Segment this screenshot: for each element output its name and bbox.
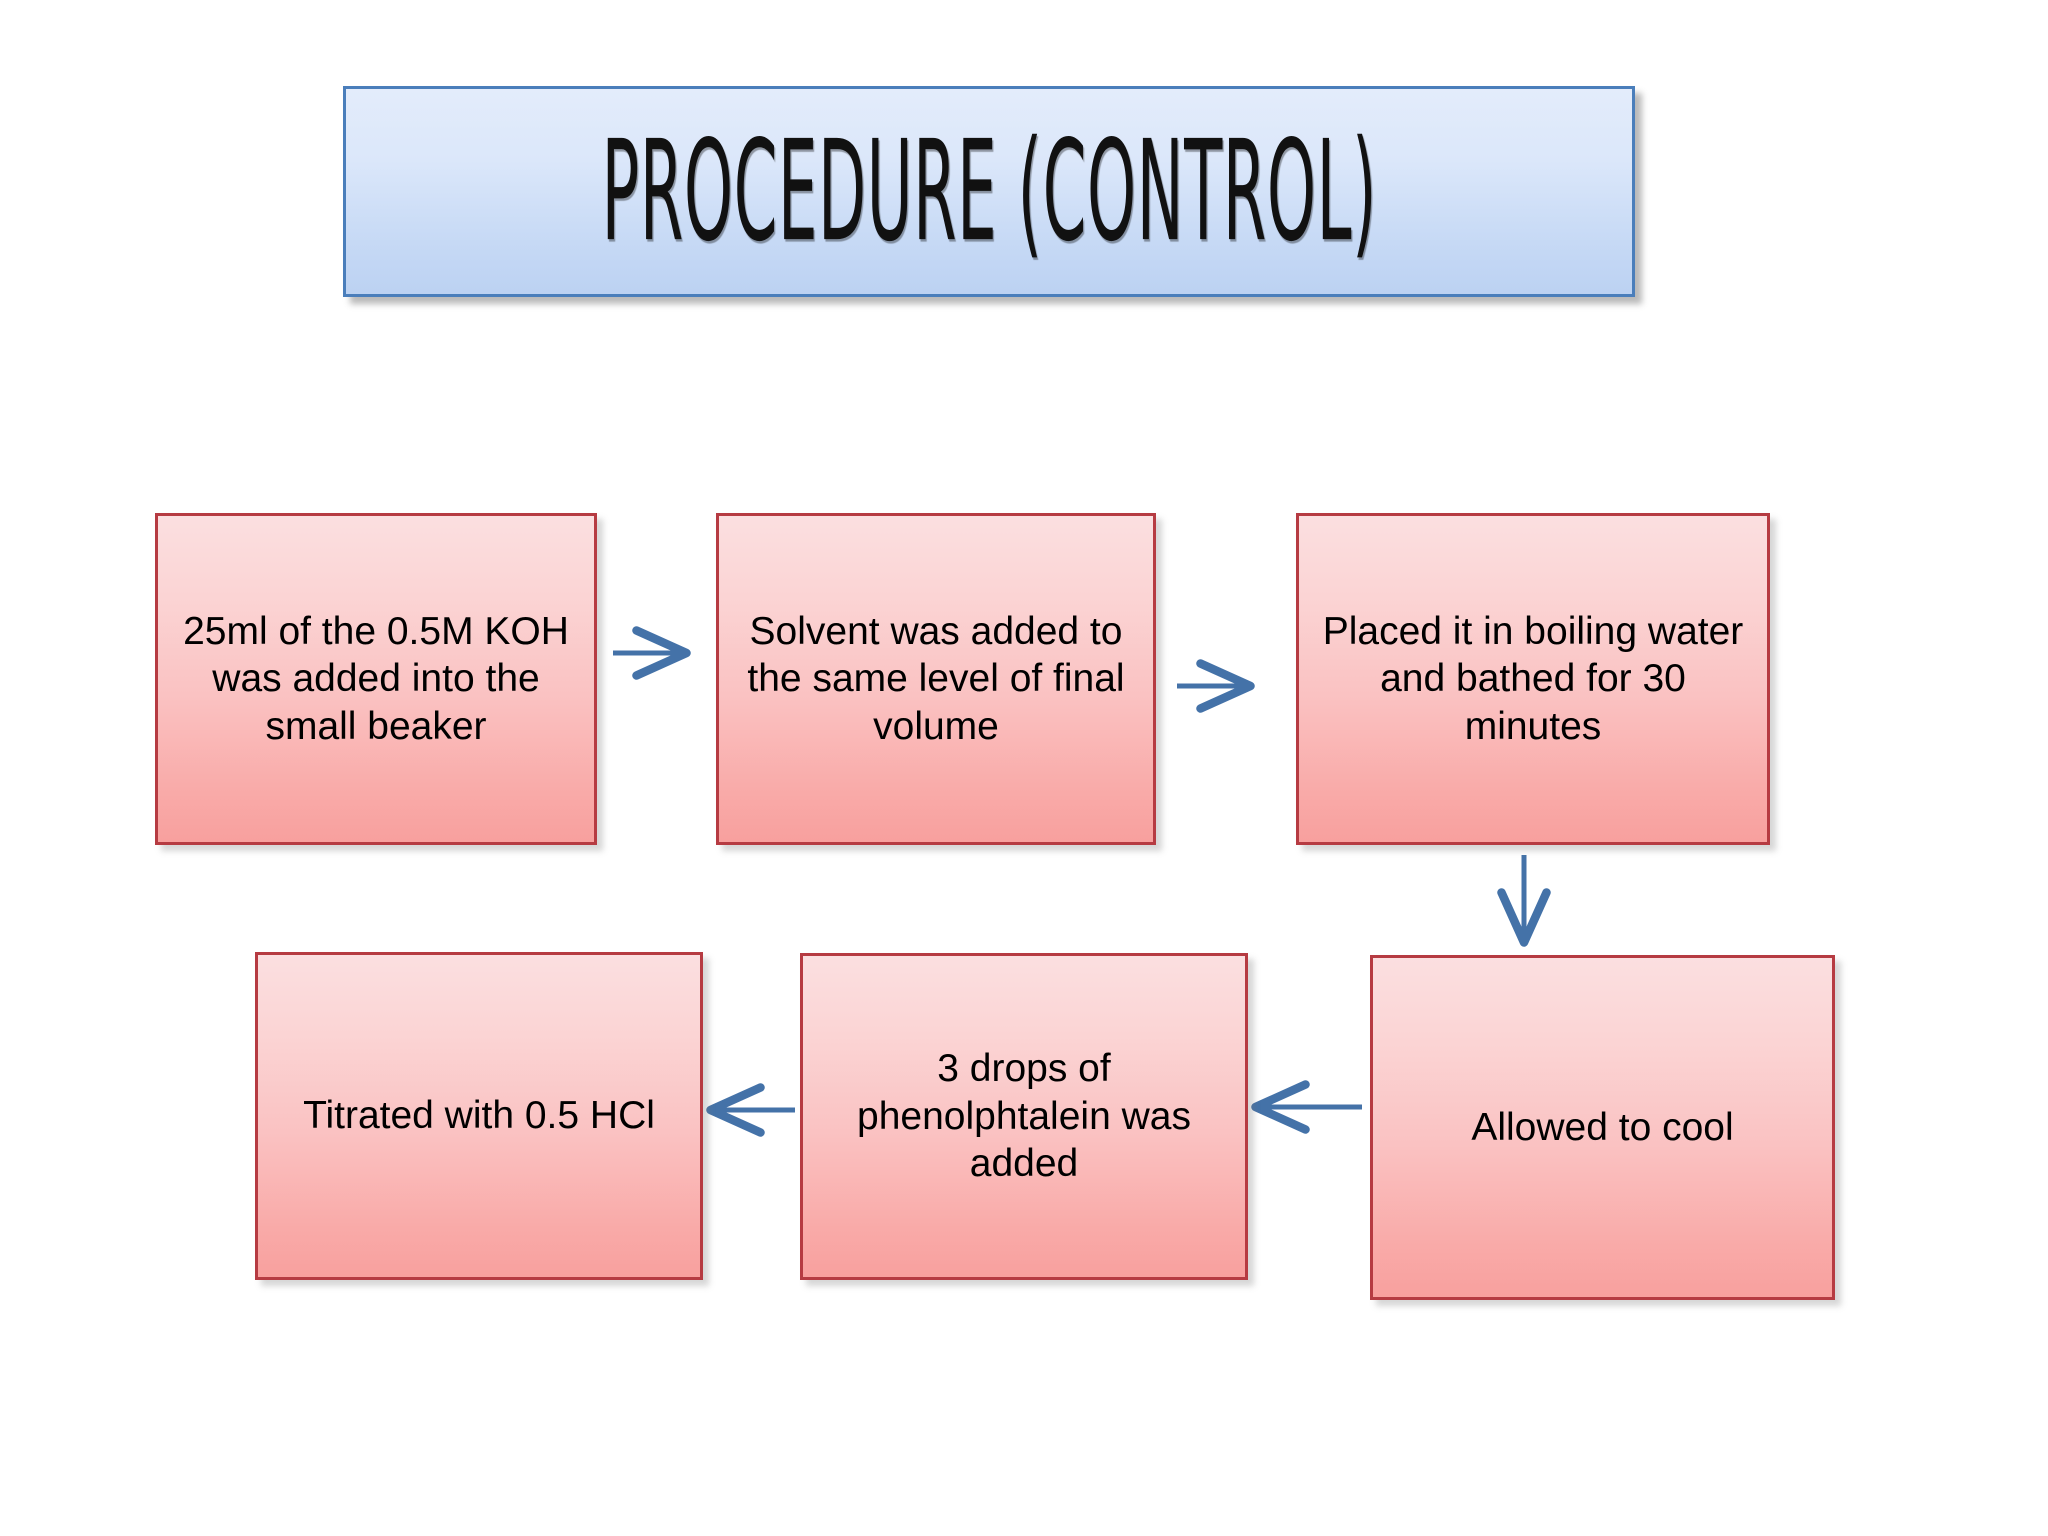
flow-step-4[interactable]: Allowed to cool: [1370, 955, 1835, 1300]
flow-step-3-label: Placed it in boiling water and bathed fo…: [1322, 609, 1744, 748]
flow-step-6-label: Titrated with 0.5 HCl: [303, 1094, 655, 1138]
flow-step-2-label: Solvent was added to the same level of f…: [747, 609, 1125, 748]
flow-step-4-label: Allowed to cool: [1471, 1105, 1734, 1149]
flow-step-1[interactable]: 25ml of the 0.5M KOH was added into the …: [155, 513, 597, 845]
flow-step-6[interactable]: Titrated with 0.5 HCl: [255, 952, 703, 1280]
flow-step-1-label: 25ml of the 0.5M KOH was added into the …: [183, 609, 569, 748]
slide-title-text: PROCEDURE (CONTROL): [601, 110, 1377, 273]
flow-step-5-label: 3 drops of phenolphtalein was added: [857, 1047, 1191, 1186]
slide-title-box: PROCEDURE (CONTROL): [343, 86, 1635, 297]
flow-step-2[interactable]: Solvent was added to the same level of f…: [716, 513, 1156, 845]
flow-step-3[interactable]: Placed it in boiling water and bathed fo…: [1296, 513, 1770, 845]
flow-step-5[interactable]: 3 drops of phenolphtalein was added: [800, 953, 1248, 1280]
